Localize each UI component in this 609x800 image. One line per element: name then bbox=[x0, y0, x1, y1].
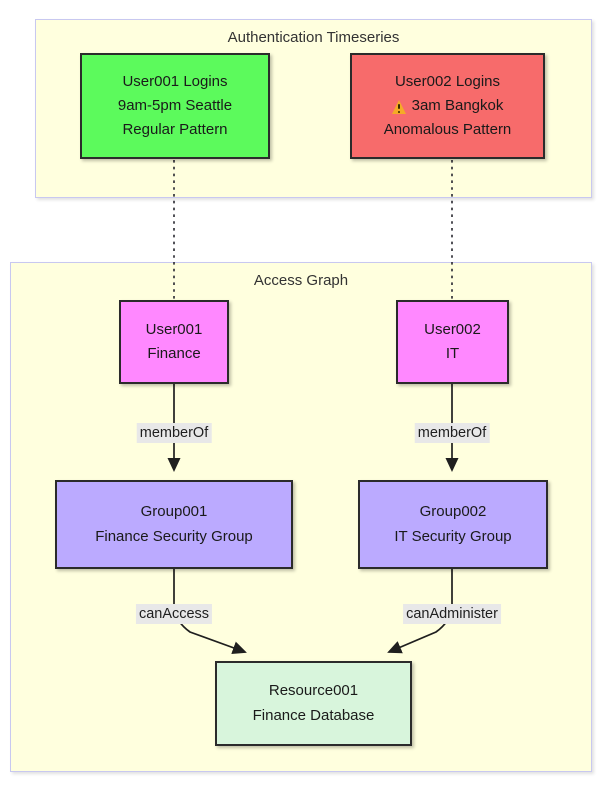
node-user002-logins-line-1: User002 Logins bbox=[394, 72, 501, 90]
node-user001-logins-line-3: Regular Pattern bbox=[122, 121, 228, 139]
edge-label-memberof-user001: memberOf bbox=[136, 423, 212, 443]
edge-label-canaccess: canAccess bbox=[135, 604, 213, 624]
node-resource001-line-2: Finance Database bbox=[252, 706, 375, 724]
warning-icon bbox=[391, 99, 407, 114]
node-user002-logins-line-2-text: 3am Bangkok bbox=[411, 96, 504, 114]
node-user002-line-2: IT bbox=[445, 345, 460, 362]
node-group002[interactable]: Group002 IT Security Group bbox=[358, 480, 548, 569]
node-user002-line-1: User002 bbox=[424, 320, 481, 338]
node-group002-line-2: IT Security Group bbox=[394, 527, 512, 545]
node-user002[interactable]: User002 IT bbox=[396, 300, 509, 384]
node-user002-logins-line-2: 3am Bangkok bbox=[391, 94, 504, 118]
node-user001-logins-line-1: User001 Logins bbox=[122, 72, 228, 90]
node-resource001-line-1: Resource001 bbox=[268, 682, 359, 700]
node-user001-logins-line-2: 9am-5pm Seattle bbox=[117, 96, 233, 114]
edge-label-memberof-user002: memberOf bbox=[414, 423, 490, 443]
edge-label-canadminister: canAdminister bbox=[403, 604, 501, 624]
node-user001-logins[interactable]: User001 Logins 9am-5pm Seattle Regular P… bbox=[80, 53, 270, 159]
cluster-title-access-graph: Access Graph bbox=[253, 272, 349, 289]
node-user001[interactable]: User001 Finance bbox=[119, 300, 229, 384]
node-user002-logins-line-3: Anomalous Pattern bbox=[383, 121, 512, 139]
node-user002-logins[interactable]: User002 Logins 3am Bangkok Anomalous Pat… bbox=[350, 53, 545, 159]
node-resource001[interactable]: Resource001 Finance Database bbox=[215, 661, 412, 746]
node-group002-line-1: Group002 bbox=[419, 503, 487, 521]
node-user001-line-1: User001 bbox=[145, 320, 203, 338]
node-group001[interactable]: Group001 Finance Security Group bbox=[55, 480, 293, 569]
node-group001-line-1: Group001 bbox=[140, 503, 208, 521]
node-user001-line-2: Finance bbox=[147, 345, 201, 362]
node-group001-line-2: Finance Security Group bbox=[95, 527, 253, 545]
cluster-title-authentication-timeseries: Authentication Timeseries bbox=[227, 29, 400, 46]
